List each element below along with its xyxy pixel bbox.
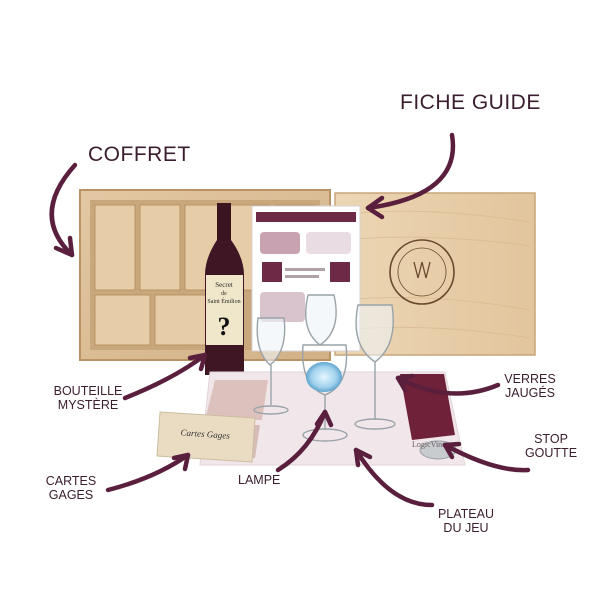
wine-label (206, 275, 243, 345)
wine-label-line3: Saint Émilion (207, 297, 240, 305)
label-plateau-du-jeu: PLATEAU DU JEU (432, 507, 500, 536)
label-coffret: COFFRET (88, 143, 191, 166)
label-cartes-line2: GAGES (48, 488, 94, 503)
arrow-stop-goutte (442, 442, 531, 473)
arrow-cartes (105, 452, 191, 493)
wine-label-line1: Secret (215, 281, 233, 289)
game-board (199, 371, 466, 466)
tasting-glasses (253, 294, 396, 430)
wine-bottle: Secret de Saint Émilion ? (205, 203, 244, 375)
card-title: Cartes Gages (180, 427, 230, 440)
seal-icon (389, 239, 455, 305)
label-cartes-gages: CARTES GAGES (40, 474, 102, 503)
brand-mark: LogicVine (412, 440, 446, 449)
label-bouteille-line1: BOUTEILLE (53, 384, 123, 398)
label-lampe: LAMPE (238, 473, 281, 487)
label-fiche-guide: FICHE GUIDE (400, 91, 541, 114)
label-cartes-line1: CARTES (45, 474, 97, 488)
arrow-coffret (49, 162, 78, 258)
label-stop-line2: GOUTTE (524, 446, 578, 461)
label-bouteille-line2: MYSTÈRE (57, 398, 119, 413)
label-verres-line2: JAUGÉS (504, 386, 555, 401)
wine-label-line2: de (221, 291, 227, 297)
lamp (301, 344, 348, 442)
arrow-plateau (353, 447, 435, 508)
label-verres-jauges: VERRES JAUGÉS (500, 372, 560, 401)
wine-label-question-mark: ? (218, 312, 231, 341)
label-stop-goutte: STOP GOUTTE (520, 432, 582, 461)
arrow-fiche-guide (365, 132, 456, 211)
label-stop-line1: STOP (534, 432, 568, 446)
callout-arrows (49, 132, 531, 508)
gage-cards: Cartes Gages (156, 411, 256, 463)
label-bouteille-mystere: BOUTEILLE MYSTÈRE (50, 384, 126, 413)
label-verres-line1: VERRES (504, 372, 556, 386)
arrow-bouteille (122, 352, 208, 401)
arrow-verres (395, 375, 501, 396)
label-plateau-line2: DU JEU (443, 521, 489, 536)
label-plateau-line1: PLATEAU (437, 507, 495, 521)
